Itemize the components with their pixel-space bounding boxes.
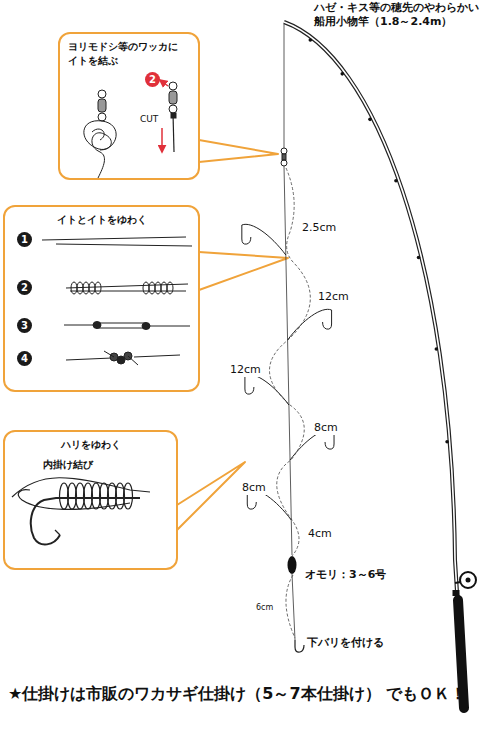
callout-title: ハリをゆわく: [13, 438, 168, 452]
main-line: [284, 24, 285, 148]
coil: [77, 282, 83, 294]
reel: [466, 578, 471, 583]
callout-subtitle: 内掛け結び: [13, 458, 168, 472]
knot-callout: ヨリモドシ等のワッカに イトを結ぶ: [58, 32, 200, 180]
leader-line: [292, 574, 295, 640]
callout-tail: [177, 462, 245, 530]
coil: [124, 483, 133, 509]
rod-guide: [445, 440, 449, 444]
rod-label: ハゼ・キス等の穂先のやわらかい 船用小物竿（1.8～2.4m）: [314, 1, 498, 29]
caption: ★仕掛けは市販のワカサギ仕掛け（5～7本仕掛け） でもＯＫ！: [8, 684, 494, 705]
coil: [83, 282, 89, 294]
dimension: 4cm: [306, 527, 334, 541]
rod-guide: [417, 256, 421, 260]
dimension: 12cm: [316, 290, 351, 304]
callout-number: 2: [17, 280, 32, 295]
rod-guide: [394, 179, 398, 183]
coil: [71, 282, 77, 294]
swivel-knot-figure: [84, 82, 177, 178]
reel-seat: [453, 590, 460, 596]
rod-guide: [340, 72, 344, 76]
callout-tail: [199, 252, 288, 290]
callout-title: ヨリモドシ等のワッカに イトを結ぶ: [68, 40, 190, 67]
dimension: 6cm: [254, 603, 275, 613]
dimension: 12cm: [228, 363, 263, 377]
callout-title: イトとイトをゆわく: [13, 213, 190, 227]
dimension: 8cm: [240, 481, 268, 495]
pull-arrow: [160, 80, 168, 86]
coil: [161, 282, 167, 294]
line-knot-figures: [42, 237, 192, 365]
hook-note: 下バリを付ける: [305, 636, 386, 650]
dimension-curve: [286, 575, 295, 638]
coil: [155, 282, 161, 294]
rod-guide: [308, 38, 312, 42]
cut-arrow: [161, 128, 163, 152]
rod-guides: [308, 38, 448, 443]
bottom-hook: [295, 640, 304, 652]
callout-tail: [199, 140, 278, 162]
swivel: [281, 148, 287, 166]
rod: [284, 22, 460, 640]
callout-number: 2: [145, 72, 160, 87]
cut-label: CUT: [140, 114, 158, 125]
dimension: 8cm: [312, 421, 340, 435]
coil: [95, 282, 101, 294]
knot-callout: ハリをゆわく内掛け結び: [3, 430, 178, 570]
branch-hook: [242, 224, 286, 255]
dimension: 2.5cm: [300, 221, 338, 235]
coil: [143, 282, 149, 294]
coil: [167, 282, 173, 294]
branch-hook: [245, 374, 289, 405]
callout-number: 4: [17, 351, 32, 366]
branch-hook: [288, 309, 332, 340]
rod-guide: [435, 347, 439, 351]
reel: [460, 572, 476, 588]
leader-line: [284, 166, 292, 555]
callout-number: 3: [17, 318, 32, 333]
sinker: [288, 556, 297, 574]
rod-guide: [368, 118, 372, 122]
callout-number: 1: [17, 232, 32, 247]
coil: [149, 282, 155, 294]
rod: [284, 22, 460, 640]
sinker-label: オモリ：3～6号: [303, 568, 388, 582]
knot-callout: イトとイトをゆわく: [3, 205, 200, 392]
hook-knot-figure: [12, 478, 150, 545]
coil: [89, 282, 95, 294]
